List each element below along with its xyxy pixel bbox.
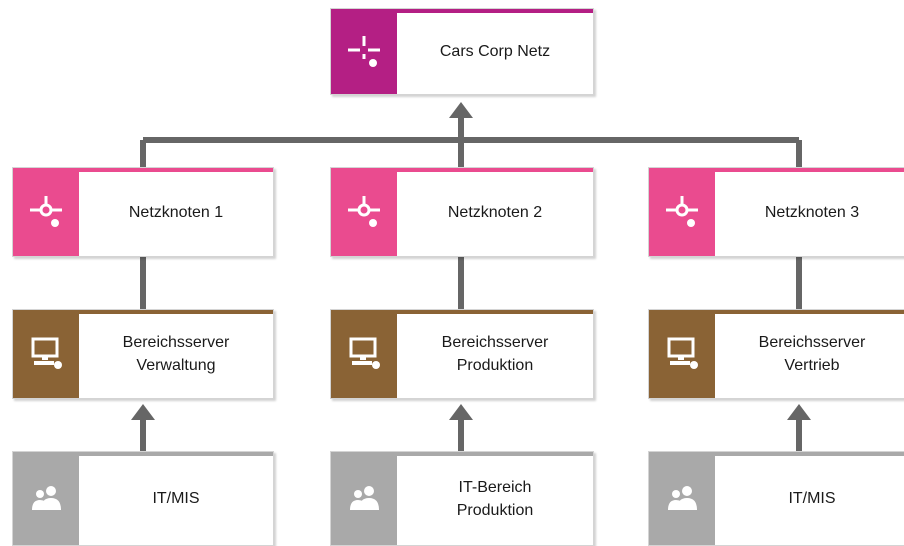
arrowhead-server-3 <box>787 404 811 420</box>
node-label: IT/MIS <box>152 490 200 507</box>
node-topbar <box>331 452 593 456</box>
node-label: Cars Corp Netz <box>439 43 551 60</box>
node-topbar <box>13 310 273 314</box>
people-icon <box>649 452 715 545</box>
node-cars-corp-netz[interactable]: Cars Corp Netz <box>330 8 594 95</box>
node-topbar <box>331 168 593 172</box>
network-icon <box>331 9 397 94</box>
node-it-mis-3[interactable]: IT/MIS <box>648 451 904 546</box>
node-topbar <box>13 452 273 456</box>
node-bereichsserver-vertrieb[interactable]: Bereichsserver Vertrieb <box>648 309 904 399</box>
node-label: Bereichsserver Verwaltung <box>122 334 230 374</box>
computer-icon <box>13 310 79 398</box>
node-topbar <box>649 452 904 456</box>
node-label: Bereichsserver Produktion <box>441 334 549 374</box>
computer-icon <box>649 310 715 398</box>
node-topbar <box>649 168 904 172</box>
people-icon <box>13 452 79 545</box>
people-icon <box>331 452 397 545</box>
node-bereichsserver-produktion[interactable]: Bereichsserver Produktion <box>330 309 594 399</box>
arrowhead-server-2 <box>449 404 473 420</box>
node-it-mis-1[interactable]: IT/MIS <box>12 451 274 546</box>
network-icon <box>331 168 397 256</box>
node-label: Netzknoten 1 <box>128 203 224 221</box>
arrowhead-top <box>449 102 473 118</box>
node-topbar <box>331 310 593 314</box>
node-label: Netzknoten 2 <box>447 203 543 221</box>
node-it-bereich-produktion[interactable]: IT-Bereich Produktion <box>330 451 594 546</box>
computer-icon <box>331 310 397 398</box>
node-netzknoten-2[interactable]: Netzknoten 2 <box>330 167 594 257</box>
node-label: Netzknoten 3 <box>764 203 860 221</box>
node-bereichsserver-verwaltung[interactable]: Bereichsserver Verwaltung <box>12 309 274 399</box>
arrowhead-server-1 <box>131 404 155 420</box>
network-icon <box>649 168 715 256</box>
node-topbar <box>649 310 904 314</box>
network-icon <box>13 168 79 256</box>
node-label: Bereichsserver Vertrieb <box>758 334 866 374</box>
node-label: IT-Bereich Produktion <box>456 478 534 519</box>
node-label: IT/MIS <box>788 490 836 507</box>
node-topbar <box>13 168 273 172</box>
node-netzknoten-1[interactable]: Netzknoten 1 <box>12 167 274 257</box>
node-netzknoten-3[interactable]: Netzknoten 3 <box>648 167 904 257</box>
node-topbar <box>331 9 593 13</box>
